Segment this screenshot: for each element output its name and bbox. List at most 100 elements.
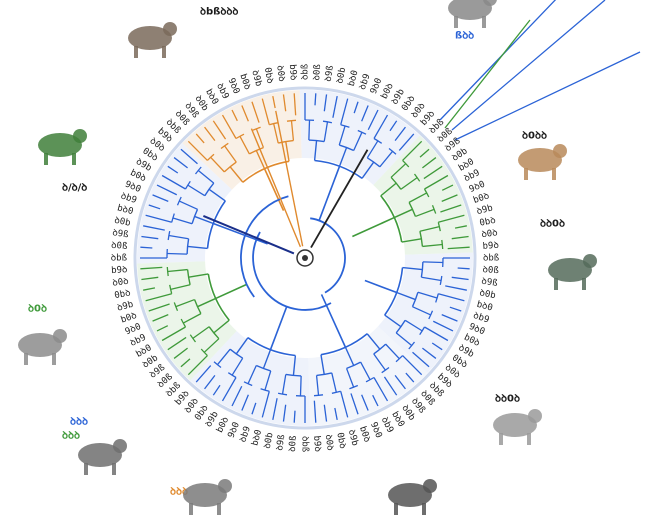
leaf-label: ꝺ0b [335, 67, 348, 85]
leaf-label: ꝺb9 [238, 425, 253, 444]
long-branch [444, 19, 531, 129]
quad-stem [194, 215, 214, 225]
leaf-branch [145, 293, 172, 302]
pair-stem [167, 268, 188, 273]
leaf-branch [389, 120, 398, 132]
leaf-branch [398, 133, 415, 151]
leaf-branch [231, 109, 238, 122]
emphasis-branch [202, 214, 295, 255]
leaf-branch [140, 266, 163, 270]
pair-node [235, 133, 245, 140]
leaf-branch [145, 214, 172, 223]
leaf-branch [422, 157, 437, 169]
pair-stem [170, 284, 191, 290]
pair-stem [182, 313, 202, 324]
long-branch [451, 0, 606, 131]
leaf-branch [449, 306, 462, 312]
pair-stem [417, 291, 438, 299]
pair-stem [167, 252, 188, 255]
quad-stem [396, 291, 416, 301]
leaf-branch [221, 377, 237, 402]
leaf-label: ꝺ0ꝺ [274, 65, 286, 82]
dog-silhouette-icon [183, 479, 232, 515]
quad-stem [235, 337, 249, 355]
group-label: ꝺꝺꝺ [170, 486, 188, 497]
leaf-branch [187, 140, 208, 161]
pair-node [180, 318, 187, 328]
leaf-label: b9ꝺ [482, 241, 499, 252]
pair-stem [385, 343, 400, 360]
leaf-branch [441, 184, 454, 191]
pair-stem [315, 375, 320, 396]
pair-node [176, 196, 182, 206]
pair-stem [224, 145, 237, 163]
group-label: ꝺꝺꝺ [62, 430, 80, 441]
pair-node [431, 204, 437, 214]
pair-stem [353, 132, 363, 151]
pair-stem [419, 226, 440, 232]
leaf-label: ꝺbß [301, 63, 311, 80]
pair-node [428, 310, 434, 320]
deer-silhouette-icon [388, 479, 437, 515]
leaf-branch [447, 246, 470, 250]
leaf-branch [141, 276, 159, 281]
pair-node [408, 341, 416, 350]
quad-stem [292, 355, 297, 376]
pair-node [435, 293, 439, 303]
leaf-label: b9ꝺ [111, 265, 128, 276]
pair-stem [172, 217, 193, 225]
leaf-label: ꝺ9b [249, 69, 263, 87]
pair-node [200, 348, 208, 357]
quad-stem [262, 349, 272, 369]
cattle-silhouette-icon [128, 22, 177, 58]
leaf-branch [148, 204, 161, 210]
leaf-branch [161, 174, 186, 190]
pair-stem [422, 261, 443, 264]
leaf-branch [431, 342, 443, 351]
clade-stem [269, 306, 288, 351]
leaf-branch [156, 325, 169, 332]
pair-stem [231, 357, 244, 376]
goat-silhouette-icon [38, 129, 87, 165]
sheep-silhouette-icon [518, 144, 567, 180]
leaf-branch [361, 105, 369, 122]
leaf-branch [394, 375, 406, 390]
group-label: ꝺ0ꝺꝺ [522, 130, 547, 141]
leaf-branch [438, 293, 465, 302]
pair-node [395, 355, 404, 363]
pair-stem [216, 348, 231, 366]
pair-stem [404, 319, 423, 332]
animal-silhouettes [18, 0, 597, 515]
group-label: ꝺꝺ0ꝺ [540, 218, 565, 229]
leaf-branch [361, 394, 369, 411]
pair-stem [412, 306, 431, 316]
leaf-label: bꝺ0 [347, 69, 361, 87]
leaf-label: ꝺ0b [479, 288, 497, 301]
leaf-branch [272, 398, 278, 420]
leaf-branch [161, 326, 186, 342]
pair-stem [331, 372, 337, 393]
leaf-branch [451, 235, 469, 240]
leaf-branch [167, 165, 179, 174]
emphasis-branch [275, 110, 304, 247]
leaf-branch [148, 303, 170, 312]
pair-stem [192, 326, 210, 339]
emphasis-branch [310, 149, 369, 249]
clade-stem [318, 165, 341, 221]
leaf-label: ꝺ0b [113, 216, 131, 229]
pair-stem [281, 374, 287, 395]
pair-stem [308, 120, 311, 141]
leaf-branch [272, 96, 276, 109]
group-label: ꝺ0ꝺ [28, 303, 47, 314]
leaf-branch [419, 148, 430, 158]
quad-node [411, 292, 419, 307]
pair-node [423, 188, 430, 198]
leaf-branch [445, 285, 467, 291]
leaf-label: bꝺ0 [475, 300, 493, 314]
leaf-label: ꝺ9ß [275, 433, 287, 451]
long-branch-rays [439, 0, 641, 141]
leaf-branch [293, 93, 297, 116]
pair-node [402, 159, 410, 168]
pair-stem [175, 298, 195, 308]
